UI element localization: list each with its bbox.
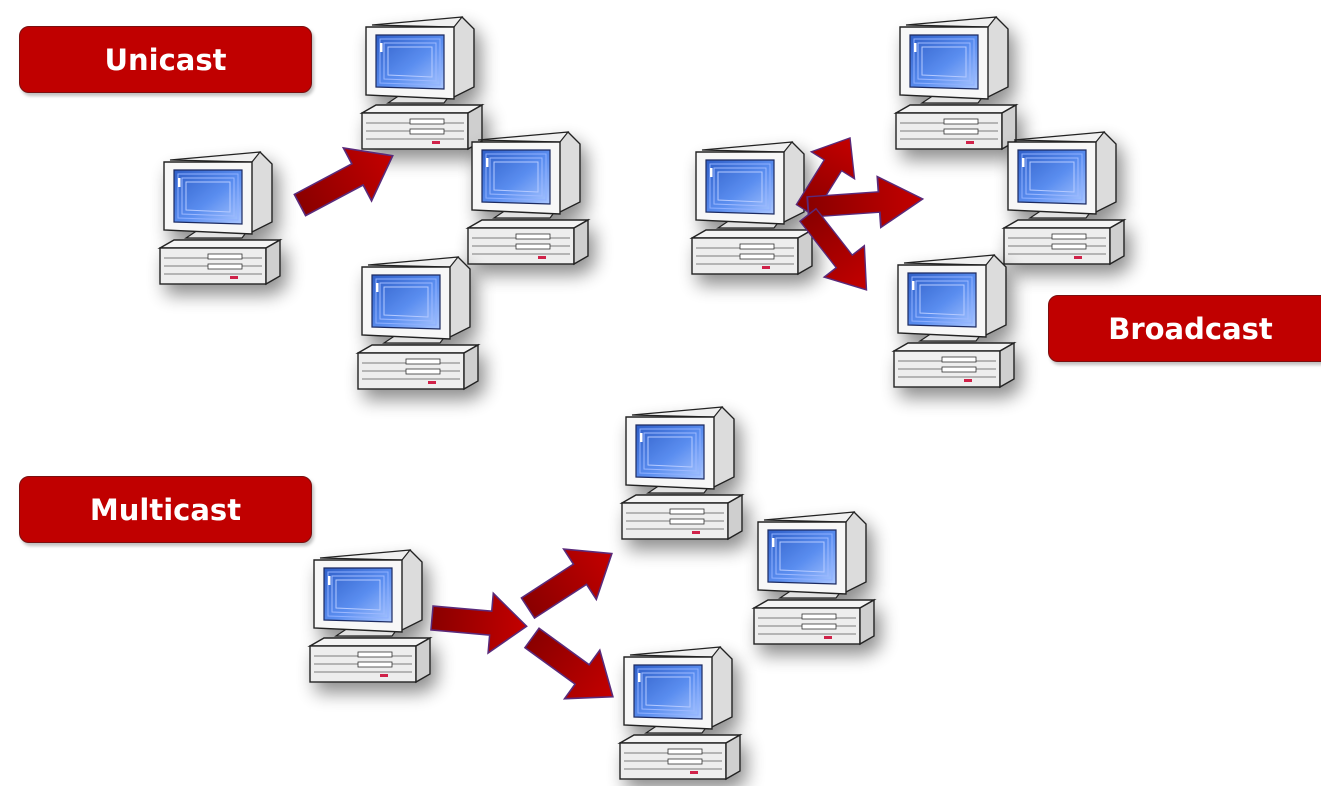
computer-icon: [1003, 131, 1125, 265]
computer-icon: [357, 256, 479, 390]
multicast-group: [309, 406, 875, 780]
computer-icon: [619, 646, 741, 780]
computer-icon: [691, 141, 813, 275]
unicast-label: Unicast: [19, 26, 312, 93]
arrow-icon: [510, 527, 630, 634]
computer-icon: [895, 16, 1017, 150]
arrow-icon: [428, 587, 531, 657]
computer-icon: [467, 131, 589, 265]
computer-icon: [159, 151, 281, 285]
computer-icon: [309, 549, 431, 683]
computer-icon: [753, 511, 875, 645]
broadcast-label: Broadcast: [1048, 295, 1321, 362]
computer-icon: [621, 406, 743, 540]
computer-icon: [893, 254, 1015, 388]
arrow-icon: [513, 612, 632, 722]
computer-icon: [361, 16, 483, 150]
multicast-label: Multicast: [19, 476, 312, 543]
